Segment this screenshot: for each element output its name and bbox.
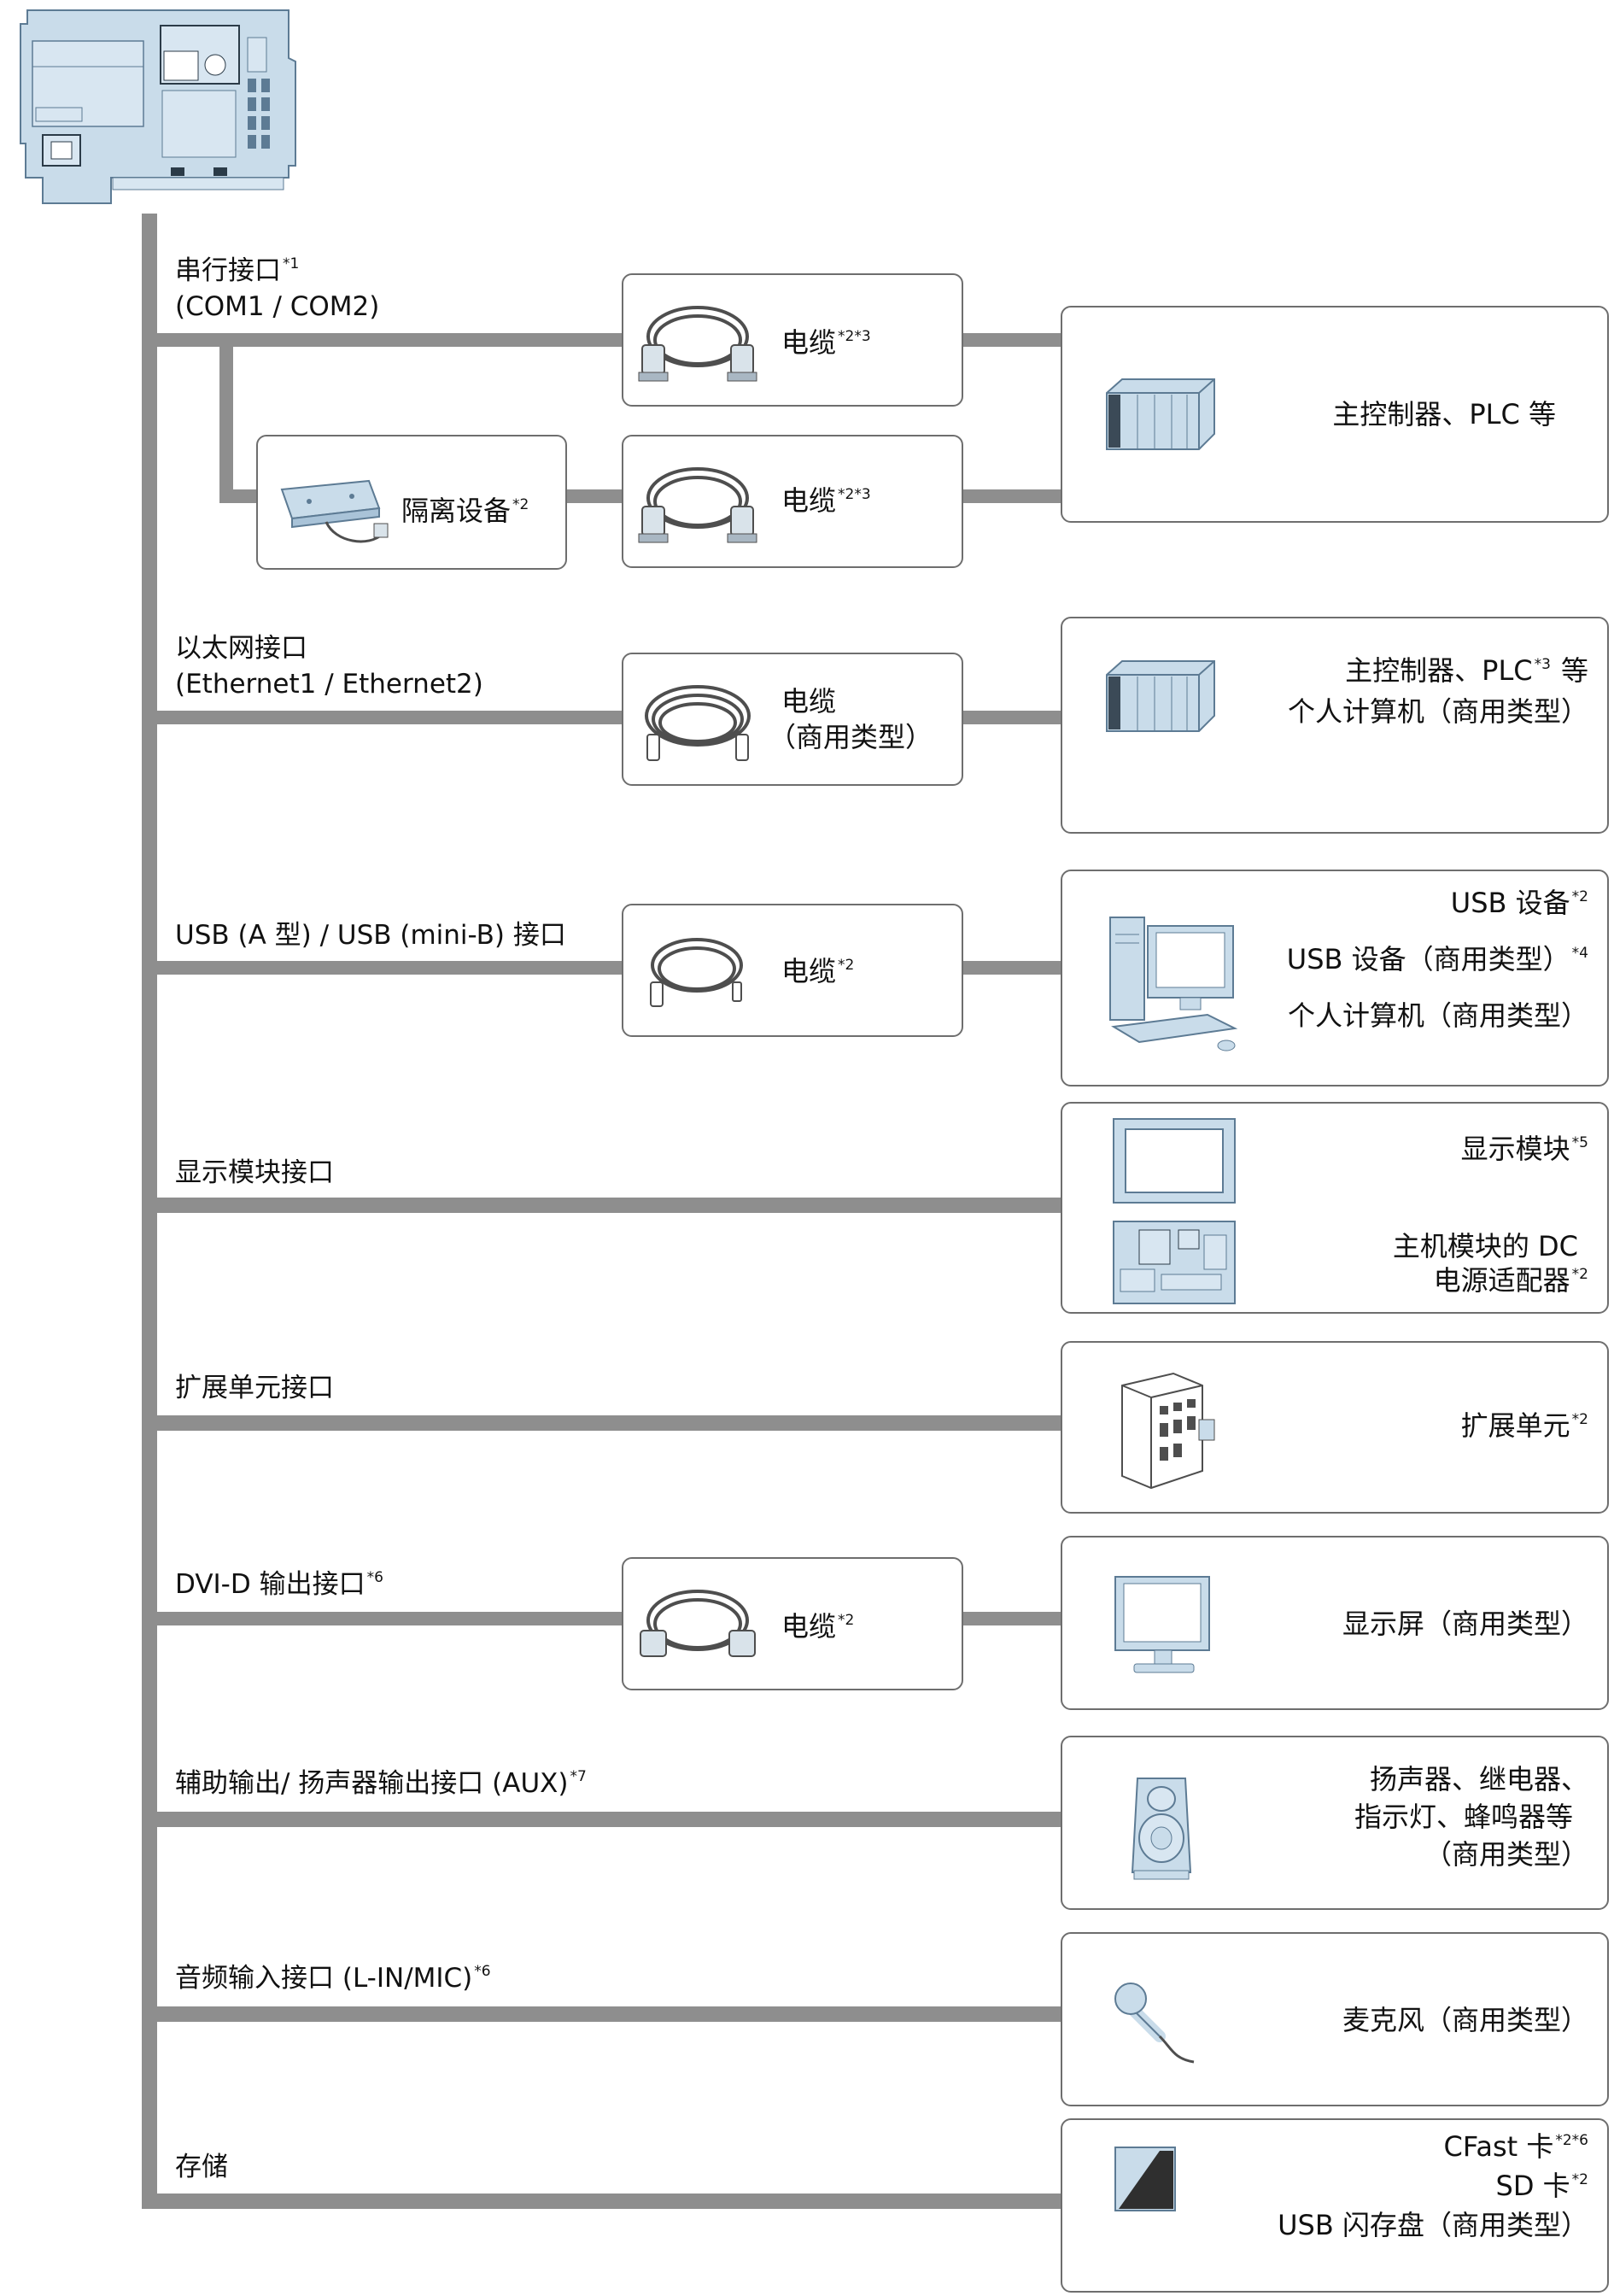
storage-device-line-1: CFast 卡*2*6 [1443,2130,1588,2163]
ethernet-cable-icon [645,685,751,761]
storage-device-line-3: USB 闪存盘（商用类型） [1278,2209,1588,2241]
audio-interface-label: 音频输入接口 (L-IN/MIC)*6 [175,1963,491,1994]
expansion-interface-label: 扩展单元接口 [175,1373,334,1403]
dvi-interface-label: DVI-D 输出接口*6 [175,1569,383,1600]
audio-device-box: 麦克风（商用类型） [1061,1932,1609,2106]
display-device-box: 显示模块*5 主机模块的 DC 电源适配器*2 [1061,1102,1609,1314]
isolation-device-icon [280,479,389,543]
isolation-bus-line [219,489,259,503]
serial-cable-icon [638,306,757,382]
display-module-icon [1113,1118,1236,1204]
serial-bus-line [142,333,623,347]
ethernet-interface-label: 以太网接口 [175,633,307,664]
dc-power-adapter-icon [1113,1221,1236,1304]
main-unit-back-image [20,9,296,204]
display-device-line-2: 主机模块的 DC [1392,1230,1578,1262]
display-device-line-3: 电源适配器*2 [1433,1264,1588,1297]
aux-bus-line [142,1812,1063,1827]
storage-device-box: CFast 卡*2*6 SD 卡*2 USB 闪存盘（商用类型） [1061,2118,1609,2293]
usb-bus-line-right [961,961,1063,975]
isolation-bus-line-right [961,489,1063,503]
usb-device-box: USB 设备*2 USB 设备（商用类型）*4 个人计算机（商用类型） [1061,870,1609,1086]
ethernet-cable-label-2: （商用类型） [769,721,933,753]
storage-card-icon [1114,2147,1176,2211]
plc-icon [1106,660,1215,732]
serial-cable-box-1: 电缆*2*3 [622,273,963,407]
aux-device-line-3: （商用类型） [1424,1838,1588,1871]
aux-device-box: 扬声器、继电器、 指示灯、蜂鸣器等 （商用类型） [1061,1736,1609,1910]
aux-interface-label: 辅助输出/ 扬声器输出接口 (AUX)*7 [175,1768,587,1799]
usb-interface-label: USB (A 型) / USB (mini-B) 接口 [175,920,566,951]
isolation-device-label: 隔离设备*2 [401,495,529,527]
storage-device-line-2: SD 卡*2 [1495,2170,1588,2202]
serial-branch-vertical [219,337,233,496]
display-interface-label: 显示模块接口 [175,1157,334,1188]
dvi-bus-line [142,1612,623,1625]
usb-device-line-2: USB 设备（商用类型）*4 [1286,943,1588,975]
dvi-device-label: 显示屏（商用类型） [1342,1608,1588,1640]
isolation-cable-line [564,489,623,503]
usb-cable-icon [650,938,743,1007]
expansion-device-box: 扩展单元*2 [1061,1341,1609,1514]
ethernet-interface-sub: (Ethernet1 / Ethernet2) [175,669,483,700]
ethernet-bus-line [142,711,623,724]
usb-cable-label: 电缆*2 [781,955,855,987]
serial-cable-icon [638,467,757,543]
display-device-line-1: 显示模块*5 [1460,1133,1588,1165]
ethernet-cable-label-1: 电缆 [781,685,837,718]
dvi-cable-icon [640,1590,756,1657]
serial-device-label: 主控制器、PLC 等 [1332,398,1556,430]
monitor-icon [1114,1576,1210,1673]
aux-device-line-1: 扬声器、继电器、 [1369,1763,1588,1795]
usb-bus-line [142,961,623,975]
display-bus-line [142,1198,1063,1213]
audio-device-label: 麦克风（商用类型） [1342,2004,1588,2036]
ethernet-device-line-2: 个人计算机（商用类型） [1287,695,1588,728]
serial-device-box: 主控制器、PLC 等 [1061,306,1609,523]
usb-device-line-3: 个人计算机（商用类型） [1287,999,1588,1032]
ethernet-cable-box: 电缆 （商用类型） [622,653,963,786]
serial-interface-sub: (COM1 / COM2) [175,291,380,322]
dvi-device-box: 显示屏（商用类型） [1061,1536,1609,1710]
serial-cable-1-label: 电缆*2*3 [781,326,871,359]
dvi-bus-line-right [961,1612,1063,1625]
dvi-cable-label: 电缆*2 [781,1610,855,1643]
serial-bus-line-right [961,333,1063,347]
usb-device-line-1: USB 设备*2 [1450,887,1588,919]
usb-cable-box: 电缆*2 [622,904,963,1037]
storage-interface-label: 存储 [175,2152,228,2182]
aux-device-line-2: 指示灯、蜂鸣器等 [1354,1801,1573,1833]
serial-cable-2-label: 电缆*2*3 [781,484,871,517]
expansion-device-label: 扩展单元*2 [1460,1409,1588,1442]
serial-cable-box-2: 电缆*2*3 [622,435,963,568]
plc-icon [1106,378,1215,450]
pc-icon [1109,917,1238,1051]
dvi-cable-box: 电缆*2 [622,1557,963,1690]
isolation-device-box: 隔离设备*2 [256,435,567,570]
audio-bus-line [142,2006,1063,2022]
serial-interface-label: 串行接口*1 [175,255,300,286]
expansion-bus-line [142,1415,1063,1431]
microphone-icon [1114,1983,1195,2064]
speaker-icon [1131,1778,1192,1880]
ethernet-bus-line-right [961,711,1063,724]
expansion-unit-icon [1121,1372,1215,1490]
storage-bus-line [142,2194,1063,2209]
